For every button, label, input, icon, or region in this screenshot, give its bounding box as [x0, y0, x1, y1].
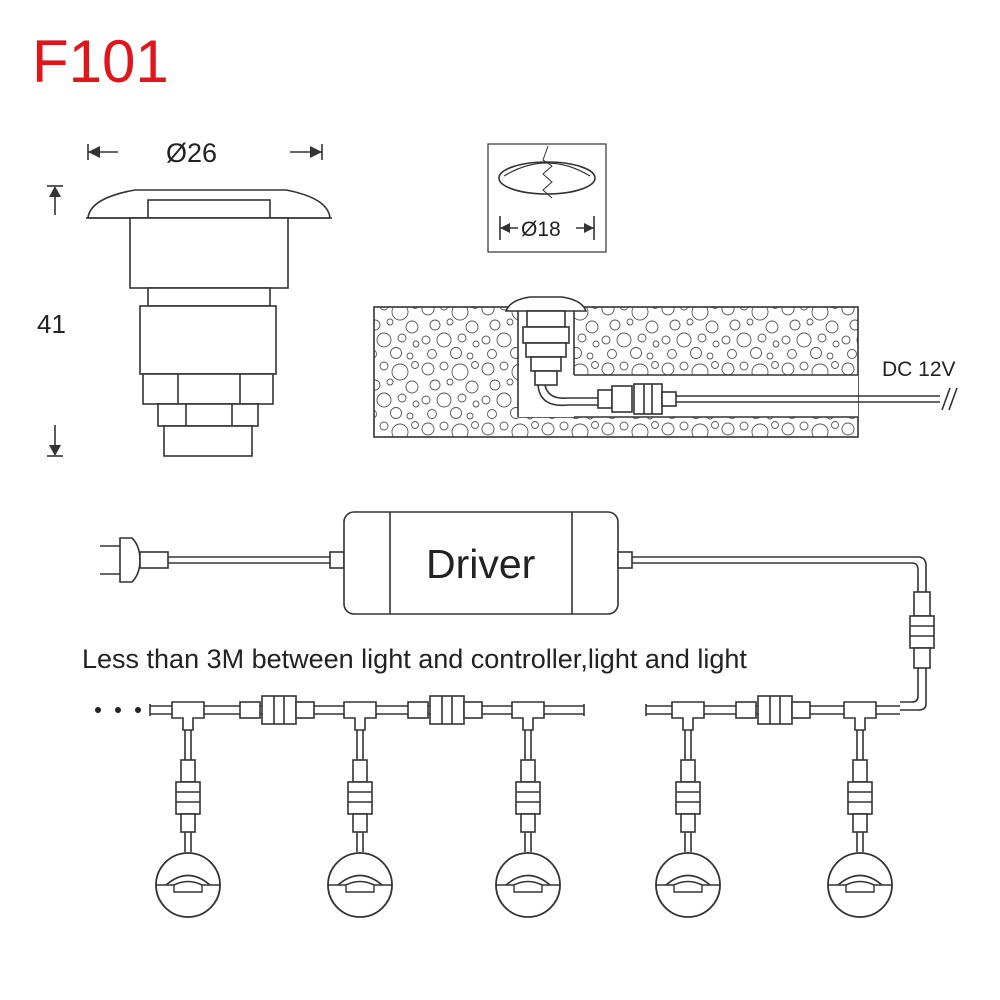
installation-section: DC 12V — [373, 296, 958, 438]
light-side-view: Ø26 41 — [37, 138, 332, 457]
product-title: F101 — [32, 28, 169, 95]
wiring-diagram: Driver Less than 3M between light and co… — [82, 511, 935, 918]
driver-label: Driver — [426, 541, 535, 587]
connector-icon — [909, 591, 935, 669]
distance-note: Less than 3M between light and controlle… — [82, 644, 747, 674]
t-junction-icon — [843, 701, 877, 731]
light-unit — [155, 701, 221, 918]
t-junction-icon — [343, 701, 377, 731]
plug-icon — [100, 537, 188, 583]
power-label: DC 12V — [882, 358, 956, 381]
connector-icon — [515, 759, 541, 833]
light-unit — [495, 701, 561, 918]
light-unit — [827, 701, 893, 918]
t-junction-icon — [671, 701, 705, 731]
connector-icon — [175, 759, 201, 833]
bus-connectors — [239, 695, 811, 725]
t-junction-icon — [511, 701, 545, 731]
connector-icon — [675, 759, 701, 833]
hole-diameter-label: Ø18 — [521, 218, 561, 241]
t-junction-icon — [171, 701, 205, 731]
driver-box: Driver — [343, 511, 619, 615]
led-light-icon — [327, 852, 393, 918]
height-label: 41 — [37, 309, 66, 339]
diameter-label: Ø26 — [166, 138, 217, 168]
led-light-icon — [827, 852, 893, 918]
led-light-icon — [495, 852, 561, 918]
led-light-icon — [155, 852, 221, 918]
light-unit — [327, 701, 393, 918]
led-light-icon — [655, 852, 721, 918]
connector-icon — [847, 759, 873, 833]
hole-detail: Ø18 — [487, 143, 607, 253]
light-unit — [655, 701, 721, 918]
light-chain — [155, 701, 893, 918]
connector-icon — [347, 759, 373, 833]
continuation-dots-left — [95, 707, 141, 713]
